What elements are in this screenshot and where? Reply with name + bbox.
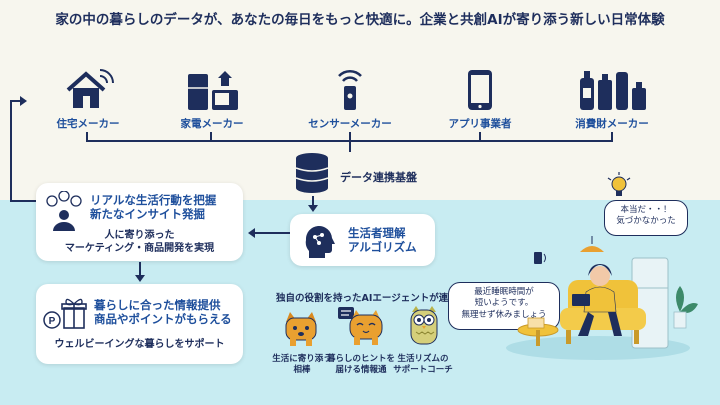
benefit-title: 暮らしに合った情報提供 商品やポイントがもらえる — [94, 298, 232, 327]
agent-caption-line: 届ける情報通 — [335, 365, 387, 376]
industry-label: センサーメーカー — [308, 118, 392, 130]
industry-sensor: センサーメーカー — [290, 64, 410, 131]
agent-caption-line: 生活リズムの — [397, 354, 449, 364]
benefit-line2: 商品やポイントがもらえる — [94, 312, 232, 327]
industry-appliances: 家電メーカー — [152, 64, 272, 131]
agent-caption-line: 相棒 — [293, 365, 311, 376]
appliances-icon — [152, 64, 272, 112]
benefit-line1: 暮らしに合った情報提供 — [94, 298, 221, 312]
owl-agent-icon — [404, 304, 444, 352]
platform-label: データ連携基盤 — [340, 171, 417, 184]
connector-line — [611, 132, 613, 141]
insight-line2: 新たなインサイト発掘 — [90, 207, 205, 222]
algorithm-line2: アルゴリズム — [348, 240, 417, 255]
bubble-line: 無理せず休みましょう — [461, 309, 547, 320]
agents-heading: 独自の役割を持ったAIエージェントが連携 — [276, 293, 458, 304]
arrow-head — [308, 205, 318, 212]
smartphone-icon — [420, 64, 540, 112]
loop-line — [10, 200, 36, 202]
insight-sub2: マーケティング・商品開発を実現 — [64, 243, 215, 254]
cat-agent-icon — [336, 303, 386, 353]
insight-title: リアルな生活行動を把握 新たなインサイト発掘 — [90, 193, 216, 222]
industry-consumer-goods: 消費財メーカー — [552, 64, 672, 131]
agent-caption-line: 暮らしのヒントを — [326, 354, 395, 364]
insight-card: リアルな生活行動を把握 新たなインサイト発掘 人に寄り添った マーケティング・商… — [36, 183, 243, 261]
connector-line — [349, 140, 351, 152]
ai-head-icon — [300, 222, 338, 264]
bubble-line: 最近睡眠時間が — [474, 287, 534, 297]
industry-label: 家電メーカー — [180, 118, 244, 130]
benefit-subtitle: ウェルビーイングな暮らしをサポート — [54, 339, 225, 350]
agent-caption: 暮らしのヒントを 届ける情報通 — [316, 354, 406, 376]
arrow-head — [248, 228, 255, 238]
agent-caption: 生活リズムの サポートコーチ — [378, 354, 468, 376]
bubble-line: 短いようです。 — [474, 298, 534, 309]
bubble-line: 気づかなかった — [616, 216, 676, 227]
loop-line — [10, 100, 12, 202]
gift-points-icon: P — [42, 296, 88, 336]
consumer-goods-icon — [552, 64, 672, 112]
dog-agent-icon — [280, 308, 322, 352]
people-insight-icon — [44, 190, 84, 237]
svg-text:P: P — [49, 316, 56, 327]
page-title: 家の中の暮らしのデータが、あなたの毎日をもっと快適に。企業と共創AIが寄り添う新… — [55, 12, 665, 28]
living-room-scene — [500, 236, 705, 390]
connector-line — [210, 132, 212, 141]
lightbulb-icon — [606, 172, 632, 206]
industry-label: 消費財メーカー — [575, 118, 649, 130]
insight-line1: リアルな生活行動を把握 — [90, 193, 217, 207]
connector-line — [255, 232, 290, 234]
benefit-card: P 暮らしに合った情報提供 商品やポイントがもらえる ウェルビーイングな暮らしを… — [36, 284, 243, 364]
agent-caption-line: 生活に寄り添う — [272, 354, 332, 364]
house-wifi-icon — [28, 64, 148, 112]
agent-caption: 生活に寄り添う 相棒 — [257, 354, 347, 376]
database-icon — [292, 152, 332, 198]
algorithm-line1: 生活者理解 — [348, 226, 406, 240]
arrow-head — [20, 96, 27, 106]
connector-line — [312, 196, 314, 206]
arrow-head — [135, 275, 145, 282]
industry-app: アプリ事業者 — [420, 64, 540, 131]
insight-sub1: 人に寄り添った — [104, 230, 175, 241]
algorithm-title: 生活者理解 アルゴリズム — [348, 226, 417, 255]
connector-line — [349, 132, 351, 141]
bubble-line: 本当だ・・！ — [620, 205, 672, 215]
connector-line — [479, 132, 481, 141]
algorithm-card: 生活者理解 アルゴリズム — [290, 214, 435, 266]
industry-label: アプリ事業者 — [448, 118, 512, 130]
person-speech-bubble: 本当だ・・！ 気づかなかった — [604, 200, 688, 236]
loop-line — [10, 100, 20, 102]
connector-line — [139, 262, 141, 276]
industry-housing: 住宅メーカー — [28, 64, 148, 131]
industry-label: 住宅メーカー — [56, 118, 120, 130]
agent-caption-line: サポートコーチ — [393, 365, 453, 376]
insight-subtitle: 人に寄り添った マーケティング・商品開発を実現 — [36, 229, 243, 255]
sensor-icon — [290, 64, 410, 112]
connector-line — [86, 132, 88, 141]
